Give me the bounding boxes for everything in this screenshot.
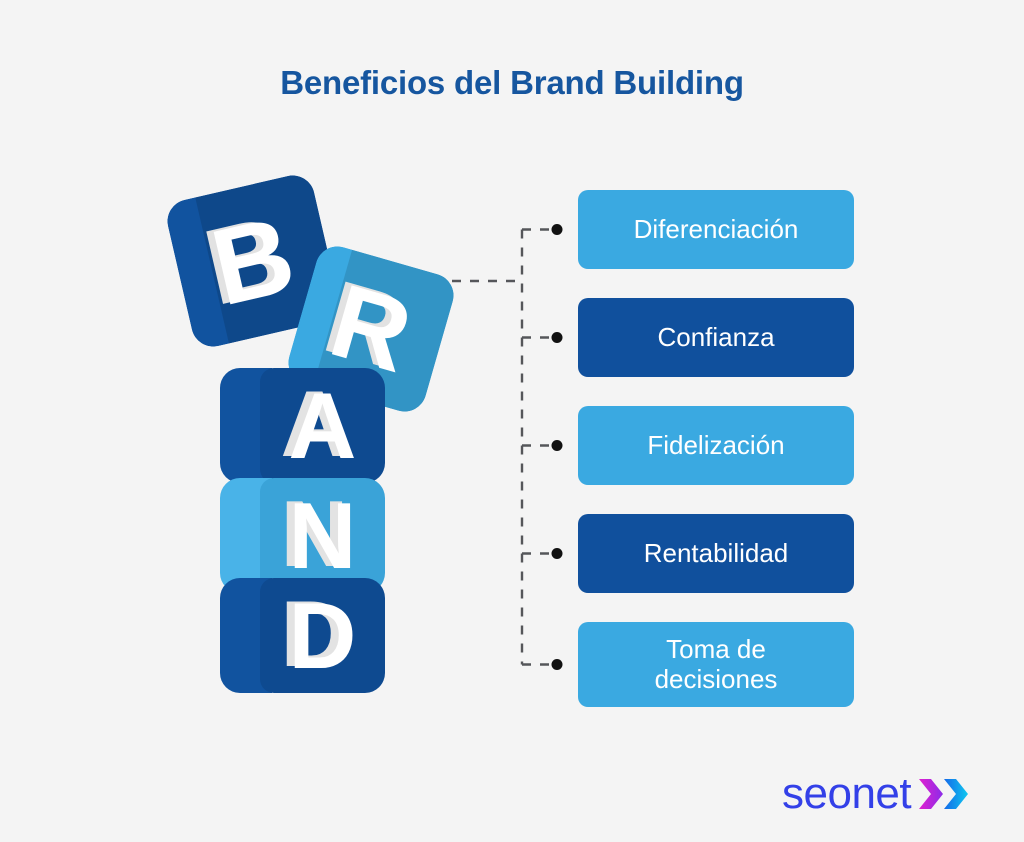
page-title: Beneficios del Brand Building — [280, 64, 744, 101]
brand-letter-n-shadow: N — [280, 480, 349, 586]
brand-letter-a: A — [288, 372, 357, 478]
benefit-box-label: Toma de decisiones — [654, 634, 778, 694]
benefit-box[interactable]: Toma de decisiones — [578, 622, 854, 707]
connector-dots — [551, 224, 563, 670]
connector-dot — [551, 332, 563, 343]
benefit-box[interactable]: Fidelización — [578, 406, 854, 485]
block-front-face — [260, 478, 385, 593]
benefit-box-label: Fidelización — [647, 429, 785, 460]
benefit-box-label: Rentabilidad — [643, 537, 789, 568]
brand-blocks-illustration: B B R R A A N N D D — [0, 0, 470, 760]
brand-block-n: N N — [220, 478, 385, 593]
brand-letter-a-shadow: A — [280, 370, 349, 476]
brand-block-a: A A — [220, 368, 385, 483]
block-front-face — [260, 578, 385, 693]
benefit-box-label: Confianza — [657, 321, 775, 352]
brand-letter-d: D — [288, 582, 357, 688]
seonet-logo: seonet — [782, 772, 975, 816]
benefit-box[interactable]: Rentabilidad — [578, 514, 854, 593]
brand-letter-n: N — [288, 482, 357, 588]
benefit-box[interactable]: Diferenciación — [578, 190, 854, 269]
connector-dot — [551, 224, 563, 235]
connector-dot — [551, 659, 563, 670]
connector-dot — [551, 548, 563, 559]
block-front-face — [260, 368, 385, 483]
connector-dot — [551, 440, 563, 451]
double-chevron-icon — [919, 779, 969, 809]
brand-block-d: D D — [220, 578, 385, 693]
brand-letter-d-shadow: D — [280, 580, 349, 686]
benefit-box-label: Diferenciación — [633, 213, 799, 244]
benefit-box[interactable]: Confianza — [578, 298, 854, 377]
logo-wordmark: seonet — [782, 769, 912, 818]
